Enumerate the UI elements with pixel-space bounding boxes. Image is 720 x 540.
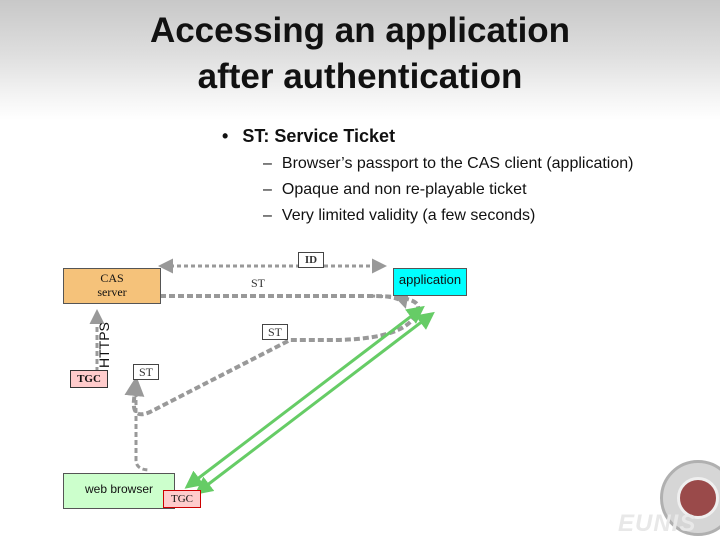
cas-server-label: CAS server [97, 271, 127, 299]
st-to-browser-arrow [134, 384, 151, 472]
dash-icon: – [263, 181, 272, 198]
st-mid-label: ST [262, 324, 288, 340]
web-browser-label: web browser [84, 482, 154, 496]
sub-item-1-text: Browser’s passport to the CAS client (ap… [281, 155, 634, 172]
cas-server-box: CAS server [63, 268, 161, 304]
eunis-seal-logo [660, 460, 720, 536]
bullet-dot: • [222, 126, 229, 146]
browser-app-green-arrow-1 [184, 305, 425, 489]
sub-item-3: –Very limited validity (a few seconds) [263, 207, 535, 225]
st-left-label: ST [133, 364, 159, 380]
dash-icon: – [263, 207, 272, 224]
browser-app-green-arrow-2 [194, 311, 435, 495]
st-loop-arrow [124, 294, 420, 417]
title-line-2: after authentication [197, 57, 523, 96]
tgc-left-box: TGC [70, 370, 108, 388]
tgc-bottom-box: TGC [163, 490, 201, 508]
main-bullet: • ST: Service Ticket [222, 126, 395, 147]
sub-item-2-text: Opaque and non re-playable ticket [281, 181, 527, 198]
st-top-label: ST [251, 276, 266, 290]
dash-icon: – [263, 155, 272, 172]
web-browser-box: web browser [63, 473, 175, 509]
sub-item-3-text: Very limited validity (a few seconds) [281, 207, 536, 224]
https-label: HTTPS [96, 322, 112, 368]
st-to-app-arrow [369, 292, 409, 309]
id-label: ID [298, 252, 324, 268]
sub-item-1: –Browser’s passport to the CAS client (a… [263, 155, 633, 173]
title-band [0, 0, 720, 120]
title-line-1: Accessing an application [149, 11, 571, 50]
application-box: application [393, 268, 467, 296]
slide-title: Accessing an application after authentic… [0, 8, 720, 100]
sub-item-2: –Opaque and non re-playable ticket [263, 181, 527, 199]
application-label: application [398, 272, 462, 287]
bullet-text: ST: Service Ticket [242, 126, 396, 146]
tgc-left-label: TGC [77, 373, 101, 385]
eunis-logo: EUNIS [618, 510, 697, 537]
tgc-bottom-label: TGC [171, 493, 193, 505]
